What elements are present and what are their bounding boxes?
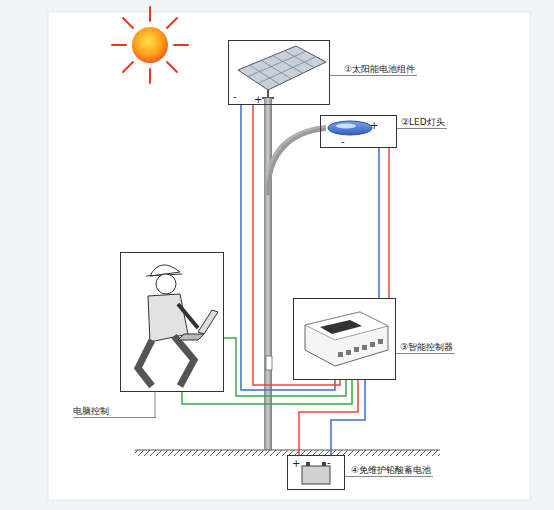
solar-panel [238,46,326,90]
panel-bracket [262,90,274,98]
terminal-sign: - [341,137,345,147]
lamp-pole [264,98,272,450]
terminal-sign: + [292,459,300,469]
part-box: ③智能控制器 [293,298,396,380]
terminal-sign: + [370,121,378,131]
terminal-sign: - [327,458,331,468]
wire [388,148,390,298]
wire [224,338,346,396]
led-lamp [328,121,372,135]
wire-pair [379,148,389,298]
lamp-highlight [336,124,356,129]
panel-grid [248,51,316,85]
frame [48,12,530,500]
technician [138,265,218,386]
controller-body [305,312,388,366]
part-box: ①太阳能电池组件 [228,40,330,105]
callout-label: ②LED灯头 [397,116,447,129]
battery-terminal [322,462,326,466]
pole-arm [268,126,326,172]
wire [331,380,365,455]
callout-label: ①太阳能电池组件 [330,63,417,76]
callout-label: ④免维护铅酸蓄电池 [345,464,433,477]
callout-label: 电脑控制 [73,405,156,418]
sun [132,27,168,63]
wire [182,380,352,404]
wire [253,105,340,385]
part-box: 电脑控制 [120,252,224,392]
pole-arm [268,129,326,195]
sun-rays [112,7,188,83]
terminal-sign: + [254,95,262,105]
controller-terminals [338,339,383,357]
wire-pair [182,338,352,404]
controller-top [305,312,388,340]
part-box: ②LED灯头 [320,115,397,148]
callout-label: ③智能控制器 [396,341,455,354]
leader-line [155,392,156,418]
battery-terminal [306,462,310,466]
battery [302,466,330,484]
controller-display [320,320,362,334]
pole-door [266,356,272,370]
terminal-sign: - [233,92,237,102]
wire [378,148,380,298]
wire [299,380,358,455]
wire-pair [299,380,365,455]
